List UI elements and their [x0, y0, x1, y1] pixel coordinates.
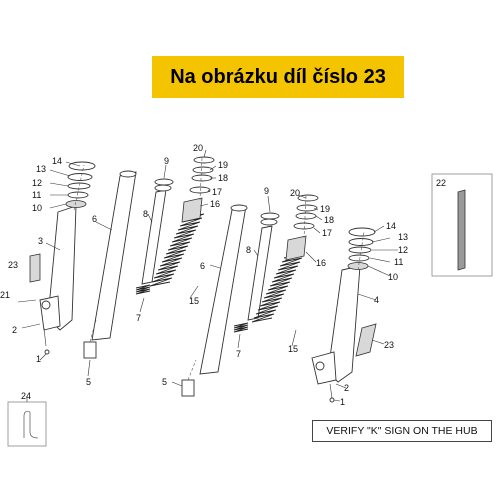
left-rebound-spring	[135, 284, 151, 295]
part-22-strip	[457, 189, 466, 271]
ring-9-right-a	[260, 212, 280, 220]
left-inner-tube	[91, 171, 137, 341]
callout-21: 21	[0, 290, 10, 300]
left-damper-rod	[141, 189, 167, 285]
inset-frame-24	[7, 401, 47, 447]
ring-18-left	[191, 174, 213, 182]
callout-18-right: 18	[324, 215, 334, 225]
callout-13-right: 13	[398, 232, 408, 242]
right-drain-screw	[329, 397, 335, 403]
verify-note: VERIFY "K" SIGN ON THE HUB	[312, 420, 492, 442]
left-bottom-piece	[83, 341, 97, 359]
ring-19-right	[296, 204, 318, 212]
part-23-left	[29, 253, 41, 283]
callout-23-left: 23	[8, 260, 18, 270]
callout-15-left: 15	[189, 296, 199, 306]
callout-9-left: 9	[164, 156, 169, 166]
ring-17-left	[189, 186, 211, 194]
ring-12-right	[348, 246, 372, 254]
ring-19-left	[192, 166, 214, 174]
callout-10-right: 10	[388, 272, 398, 282]
ring-9-right-b	[260, 218, 278, 226]
callout-14-left: 14	[52, 156, 62, 166]
right-axle-hole	[315, 361, 325, 371]
left-spacer-16	[181, 197, 203, 223]
part-23-right	[355, 323, 377, 357]
callout-5-left: 5	[86, 377, 91, 387]
callout-20-right: 20	[290, 188, 300, 198]
callout-14-right: 14	[386, 221, 396, 231]
callout-4: 4	[374, 295, 379, 305]
callout-19-left: 19	[218, 160, 228, 170]
callout-13-left: 13	[36, 164, 46, 174]
callout-9-right: 9	[264, 186, 269, 196]
callout-6-right: 6	[200, 261, 205, 271]
callout-12-right: 12	[398, 245, 408, 255]
ring-17-right	[293, 222, 315, 230]
right-main-spring	[251, 253, 305, 323]
callout-23-right: 23	[384, 340, 394, 350]
ring-13-right	[348, 238, 374, 246]
callout-19-right: 19	[320, 204, 330, 214]
right-rebound-spring	[233, 322, 249, 333]
left-axle-hole	[41, 300, 51, 310]
callout-7-left: 7	[136, 313, 141, 323]
callout-22: 22	[436, 178, 446, 188]
callout-15-right: 15	[288, 344, 298, 354]
ring-14-left	[68, 161, 96, 171]
ring-14-right	[348, 227, 376, 237]
callout-5-right: 5	[162, 377, 167, 387]
callout-3: 3	[38, 236, 43, 246]
inset-frame-22	[431, 173, 493, 277]
callout-1-left: 1	[36, 354, 41, 364]
part-24-clip	[23, 411, 39, 439]
callout-18-left: 18	[218, 173, 228, 183]
callout-12-left: 12	[32, 178, 42, 188]
callout-17-right: 17	[322, 228, 332, 238]
right-axle-lug	[311, 351, 337, 385]
callout-20-left: 20	[193, 143, 203, 153]
callout-8-left: 8	[143, 209, 148, 219]
callout-16-right: 16	[316, 258, 326, 268]
ring-20-left	[193, 156, 215, 164]
callout-24: 24	[21, 391, 31, 401]
ring-9-left-a	[154, 178, 174, 186]
left-main-spring	[149, 213, 205, 287]
ring-13-left	[67, 173, 93, 181]
right-spacer-16	[285, 235, 307, 261]
ring-20-right	[297, 194, 319, 202]
left-drain-screw	[44, 349, 50, 355]
callout-2-left: 2	[12, 325, 17, 335]
callout-10-left: 10	[32, 203, 42, 213]
callout-11-left: 11	[32, 190, 41, 200]
part-number-banner: Na obrázku díl číslo 23	[152, 56, 404, 98]
callout-6-left: 6	[92, 214, 97, 224]
right-tube-top	[230, 204, 248, 212]
ring-9-left-b	[154, 184, 172, 192]
callout-1-right: 1	[340, 397, 345, 407]
callout-11-right: 11	[394, 257, 403, 267]
seal-10-left	[65, 200, 87, 208]
right-bottom-piece	[181, 379, 195, 397]
ring-11-right	[348, 254, 370, 262]
left-tube-top	[119, 170, 137, 178]
callout-16-left: 16	[210, 199, 220, 209]
callout-17-left: 17	[212, 187, 222, 197]
callout-7-right: 7	[236, 349, 241, 359]
right-damper-rod	[247, 225, 273, 321]
callout-2-right: 2	[344, 383, 349, 393]
ring-18-right	[295, 212, 317, 220]
callout-8-right: 8	[246, 245, 251, 255]
left-axle-lug	[39, 295, 61, 331]
